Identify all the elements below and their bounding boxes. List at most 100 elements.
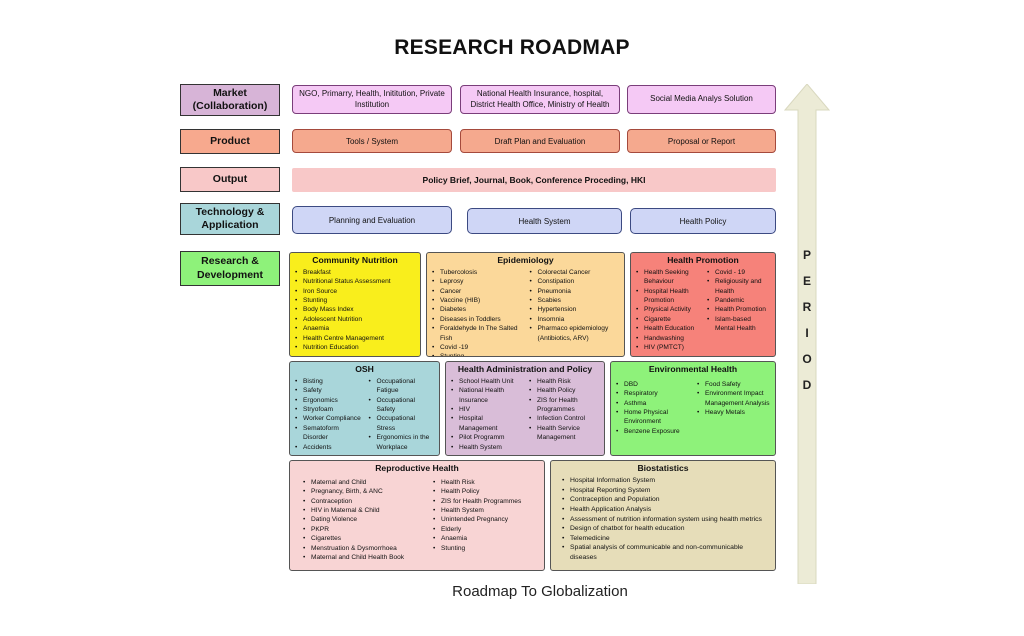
health-admin-list-2: Health RiskHealth PolicyZIS for Health P…	[528, 377, 600, 443]
tech-box-planning: Planning and Evaluation	[292, 206, 452, 234]
panel-reproductive-health: Reproductive Health Maternal and ChildPr…	[289, 460, 545, 571]
list-item: Health Risk	[432, 478, 540, 488]
panel-community-nutrition: Community Nutrition BreakfastNutritional…	[289, 252, 421, 357]
market-box-national-health: National Health Insurance, hospital, Dis…	[460, 85, 620, 114]
list-item: Contraception	[302, 497, 410, 507]
list-item: Health Policy	[528, 386, 600, 396]
list-item: Maternal and Child	[302, 478, 410, 488]
list-item: Covid - 19	[706, 268, 771, 278]
period-letter: R	[802, 300, 812, 314]
epidemiology-list-2: Colorectal CancerConstipationPneumoniaSc…	[529, 268, 621, 343]
list-item: Pilot Programm	[450, 433, 522, 443]
list-item: Colorectal Cancer	[529, 268, 621, 278]
list-item: Cancer	[431, 287, 523, 297]
list-item: HIV	[450, 405, 522, 415]
environmental-list-1: DBDRespiratoryAsthmaHome Physical Enviro…	[615, 380, 690, 437]
period-letter: D	[802, 378, 812, 392]
list-item: Pandemic	[706, 296, 771, 306]
panel-title-biostatistics: Biostatistics	[637, 463, 689, 473]
reproductive-list-2: Health RiskHealth PolicyZIS for Health P…	[432, 478, 540, 553]
list-item: Safety	[294, 386, 362, 396]
list-item: Leprosy	[431, 277, 523, 287]
panel-title-community-nutrition: Community Nutrition	[312, 255, 398, 265]
period-letter: I	[805, 326, 809, 340]
list-item: Ergonomics in the Workplace	[368, 433, 436, 452]
list-item: Contraception and Population	[561, 495, 767, 505]
output-box: Policy Brief, Journal, Book, Conference …	[292, 168, 776, 192]
list-item: Islam-based Mental Health	[706, 315, 771, 334]
health-admin-list-1: School Health UnitNational Health Insura…	[450, 377, 522, 452]
list-item: School Health Unit	[450, 377, 522, 387]
list-item: Hypertension	[529, 305, 621, 315]
row-label-product: Product	[180, 129, 280, 154]
list-item: Telemedicine	[561, 534, 767, 544]
period-letter: O	[802, 352, 812, 366]
list-item: Body Mass Index	[294, 305, 416, 315]
list-item: Ergonomics	[294, 396, 362, 406]
list-item: Cigarette	[635, 315, 700, 325]
up-arrow-icon	[784, 84, 830, 584]
product-box-tools: Tools / System	[292, 129, 452, 153]
list-item: Scabies	[529, 296, 621, 306]
product-box-proposal: Proposal or Report	[627, 129, 776, 153]
list-item: Diabetes	[431, 305, 523, 315]
list-item: Menstruation & Dysmorrhoea	[302, 544, 410, 554]
row-label-technology: Technology & Application	[180, 203, 280, 235]
list-item: PKPR	[302, 525, 410, 535]
list-item: Health Risk	[528, 377, 600, 387]
list-item: DBD	[615, 380, 690, 390]
list-item: Sematoform Disorder	[294, 424, 362, 443]
list-item: Hospital Information System	[561, 476, 767, 486]
list-item: Worker Compliance	[294, 414, 362, 424]
tech-box-health-system: Health System	[467, 208, 622, 234]
list-item: HIV (PMTCT)	[635, 343, 700, 353]
panel-title-health-promotion: Health Promotion	[667, 255, 739, 265]
page-title: RESEARCH ROADMAP	[394, 36, 630, 59]
list-item: Stunting	[432, 544, 540, 554]
list-item: Anaemia	[294, 324, 416, 334]
list-item: Unintended Pregnancy	[432, 515, 540, 525]
list-item: ZIS for Health Programmes	[432, 497, 540, 507]
health-promotion-list-2: Covid - 19Religiousity and HealthPandemi…	[706, 268, 771, 334]
list-item: Stunting	[431, 352, 523, 356]
list-item: Infection Control	[528, 414, 600, 424]
list-item: Foraldehyde In The Salted Fish	[431, 324, 523, 343]
row-label-market: Market (Collaboration)	[180, 84, 280, 116]
list-item: Accidents	[294, 443, 362, 453]
list-item: Bisting	[294, 377, 362, 387]
list-item: Asthma	[615, 399, 690, 409]
period-letter: E	[802, 274, 811, 288]
list-item: Maternal and Child Health Book	[302, 553, 410, 563]
list-item: Hospital Reporting System	[561, 486, 767, 496]
panel-environmental-health: Environmental Health DBDRespiratoryAsthm…	[610, 361, 776, 456]
list-item: Health System	[432, 506, 540, 516]
list-item: Benzene Exposure	[615, 427, 690, 437]
panel-epidemiology: Epidemiology TubercolosisLeprosyCancerVa…	[426, 252, 625, 357]
list-item: Home Physical Environment	[615, 408, 690, 427]
list-item: HIV in Maternal & Child	[302, 506, 410, 516]
list-item: Insomnia	[529, 315, 621, 325]
list-item: Stryofoam	[294, 405, 362, 415]
list-item: Health Seeking Behaviour	[635, 268, 700, 287]
panel-biostatistics: Biostatistics Hospital Information Syste…	[550, 460, 776, 571]
panel-title-environmental-health: Environmental Health	[648, 364, 738, 374]
panel-title-reproductive-health: Reproductive Health	[375, 463, 459, 473]
list-item: Tubercolosis	[431, 268, 523, 278]
list-item: Anaemia	[432, 534, 540, 544]
list-item: Assessment of nutrition information syst…	[561, 515, 767, 525]
list-item: Respiratory	[615, 389, 690, 399]
environmental-list-2: Food SafetyEnvironment Impact Management…	[696, 380, 771, 418]
list-item: Dating Violence	[302, 515, 410, 525]
panel-title-epidemiology: Epidemiology	[497, 255, 554, 265]
biostatistics-list: Hospital Information SystemHospital Repo…	[561, 476, 767, 563]
list-item: Pregnancy, Birth, & ANC	[302, 487, 410, 497]
row-label-output: Output	[180, 167, 280, 192]
list-item: Health System	[450, 443, 522, 453]
list-item: Nutrition Education	[294, 343, 416, 353]
list-item: Hospital Health Promotion	[635, 287, 700, 306]
list-item: Constipation	[529, 277, 621, 287]
list-item: Health Application Analysis	[561, 505, 767, 515]
row-label-research: Research & Development	[180, 251, 280, 286]
osh-list-2: Occupational FatigueOccupational SafetyO…	[368, 377, 436, 452]
